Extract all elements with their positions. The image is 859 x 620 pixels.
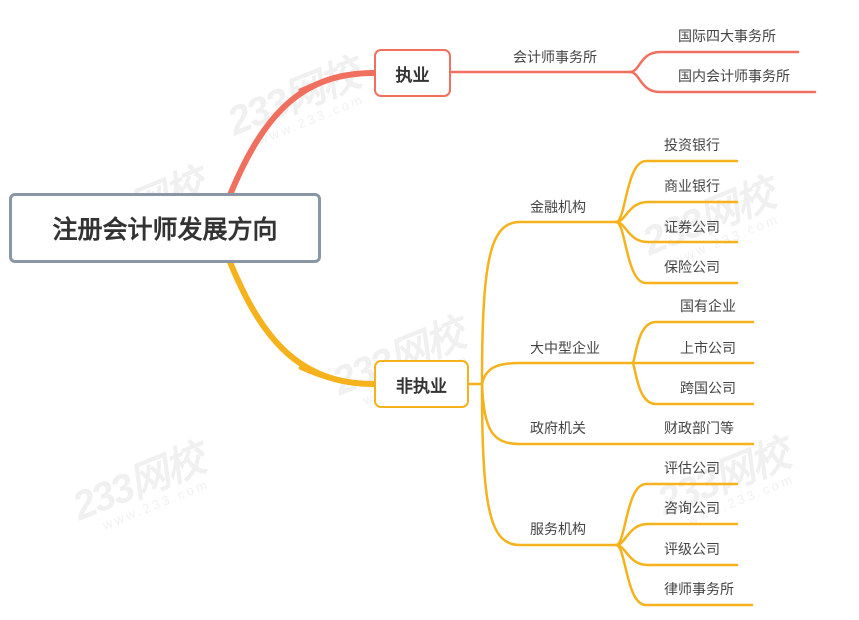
- leaf-node[interactable]: 投资银行: [664, 138, 720, 154]
- leaf-node[interactable]: 保险公司: [664, 260, 720, 276]
- leaf-node[interactable]: 商业银行: [664, 179, 720, 195]
- subtopic-large-enterprises[interactable]: 大中型企业: [530, 341, 600, 357]
- leaf-node[interactable]: 国际四大事务所: [678, 29, 776, 45]
- subtopic-financial-institutions[interactable]: 金融机构: [530, 200, 586, 216]
- leaf-node[interactable]: 上市公司: [680, 341, 736, 357]
- subtopic-accounting-firm[interactable]: 会计师事务所: [513, 50, 597, 66]
- leaf-node[interactable]: 财政部门等: [664, 421, 734, 437]
- leaf-node[interactable]: 咨询公司: [664, 501, 720, 517]
- leaf-node[interactable]: 国有企业: [680, 299, 736, 315]
- leaf-node[interactable]: 国内会计师事务所: [678, 69, 790, 85]
- branch-label: 执业: [395, 65, 430, 86]
- leaf-node[interactable]: 评级公司: [664, 542, 720, 558]
- leaf-node[interactable]: 跨国公司: [680, 381, 736, 397]
- subtopic-government[interactable]: 政府机关: [530, 421, 586, 437]
- root-label: 注册会计师发展方向: [52, 215, 278, 244]
- leaf-node[interactable]: 证券公司: [664, 220, 720, 236]
- branch-node-nonpractice[interactable]: 非执业: [374, 360, 469, 408]
- root-node[interactable]: 注册会计师发展方向: [9, 193, 321, 263]
- branch-node-practice[interactable]: 执业: [374, 49, 451, 97]
- leaf-node[interactable]: 评估公司: [664, 461, 720, 477]
- leaf-node[interactable]: 律师事务所: [664, 582, 734, 598]
- subtopic-service-institutions[interactable]: 服务机构: [530, 522, 586, 538]
- branch-label: 非执业: [396, 376, 447, 397]
